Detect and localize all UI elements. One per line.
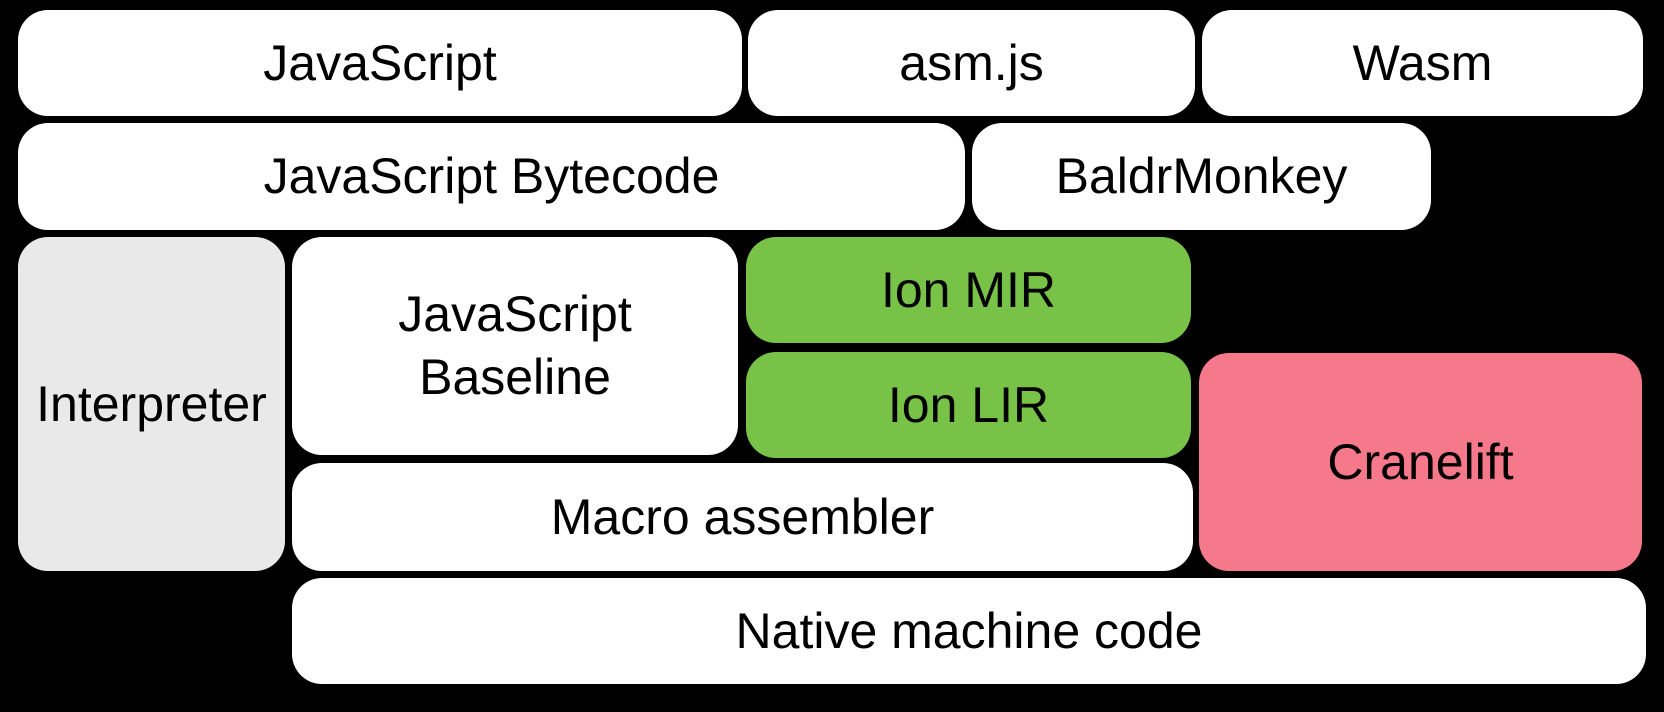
node-wasm: Wasm: [1202, 10, 1643, 116]
node-javascript-baseline: JavaScript Baseline: [292, 237, 738, 455]
node-javascript-bytecode: JavaScript Bytecode: [18, 123, 965, 230]
node-ion-mir: Ion MIR: [746, 237, 1191, 343]
node-ion-lir: Ion LIR: [746, 352, 1191, 458]
node-native-machine-code: Native machine code: [292, 578, 1646, 684]
node-macro-assembler: Macro assembler: [292, 463, 1193, 571]
node-cranelift: Cranelift: [1199, 353, 1642, 571]
node-interpreter: Interpreter: [18, 237, 285, 571]
node-asmjs: asm.js: [748, 10, 1195, 116]
node-javascript: JavaScript: [18, 10, 742, 116]
node-baldrmonkey: BaldrMonkey: [972, 123, 1431, 230]
